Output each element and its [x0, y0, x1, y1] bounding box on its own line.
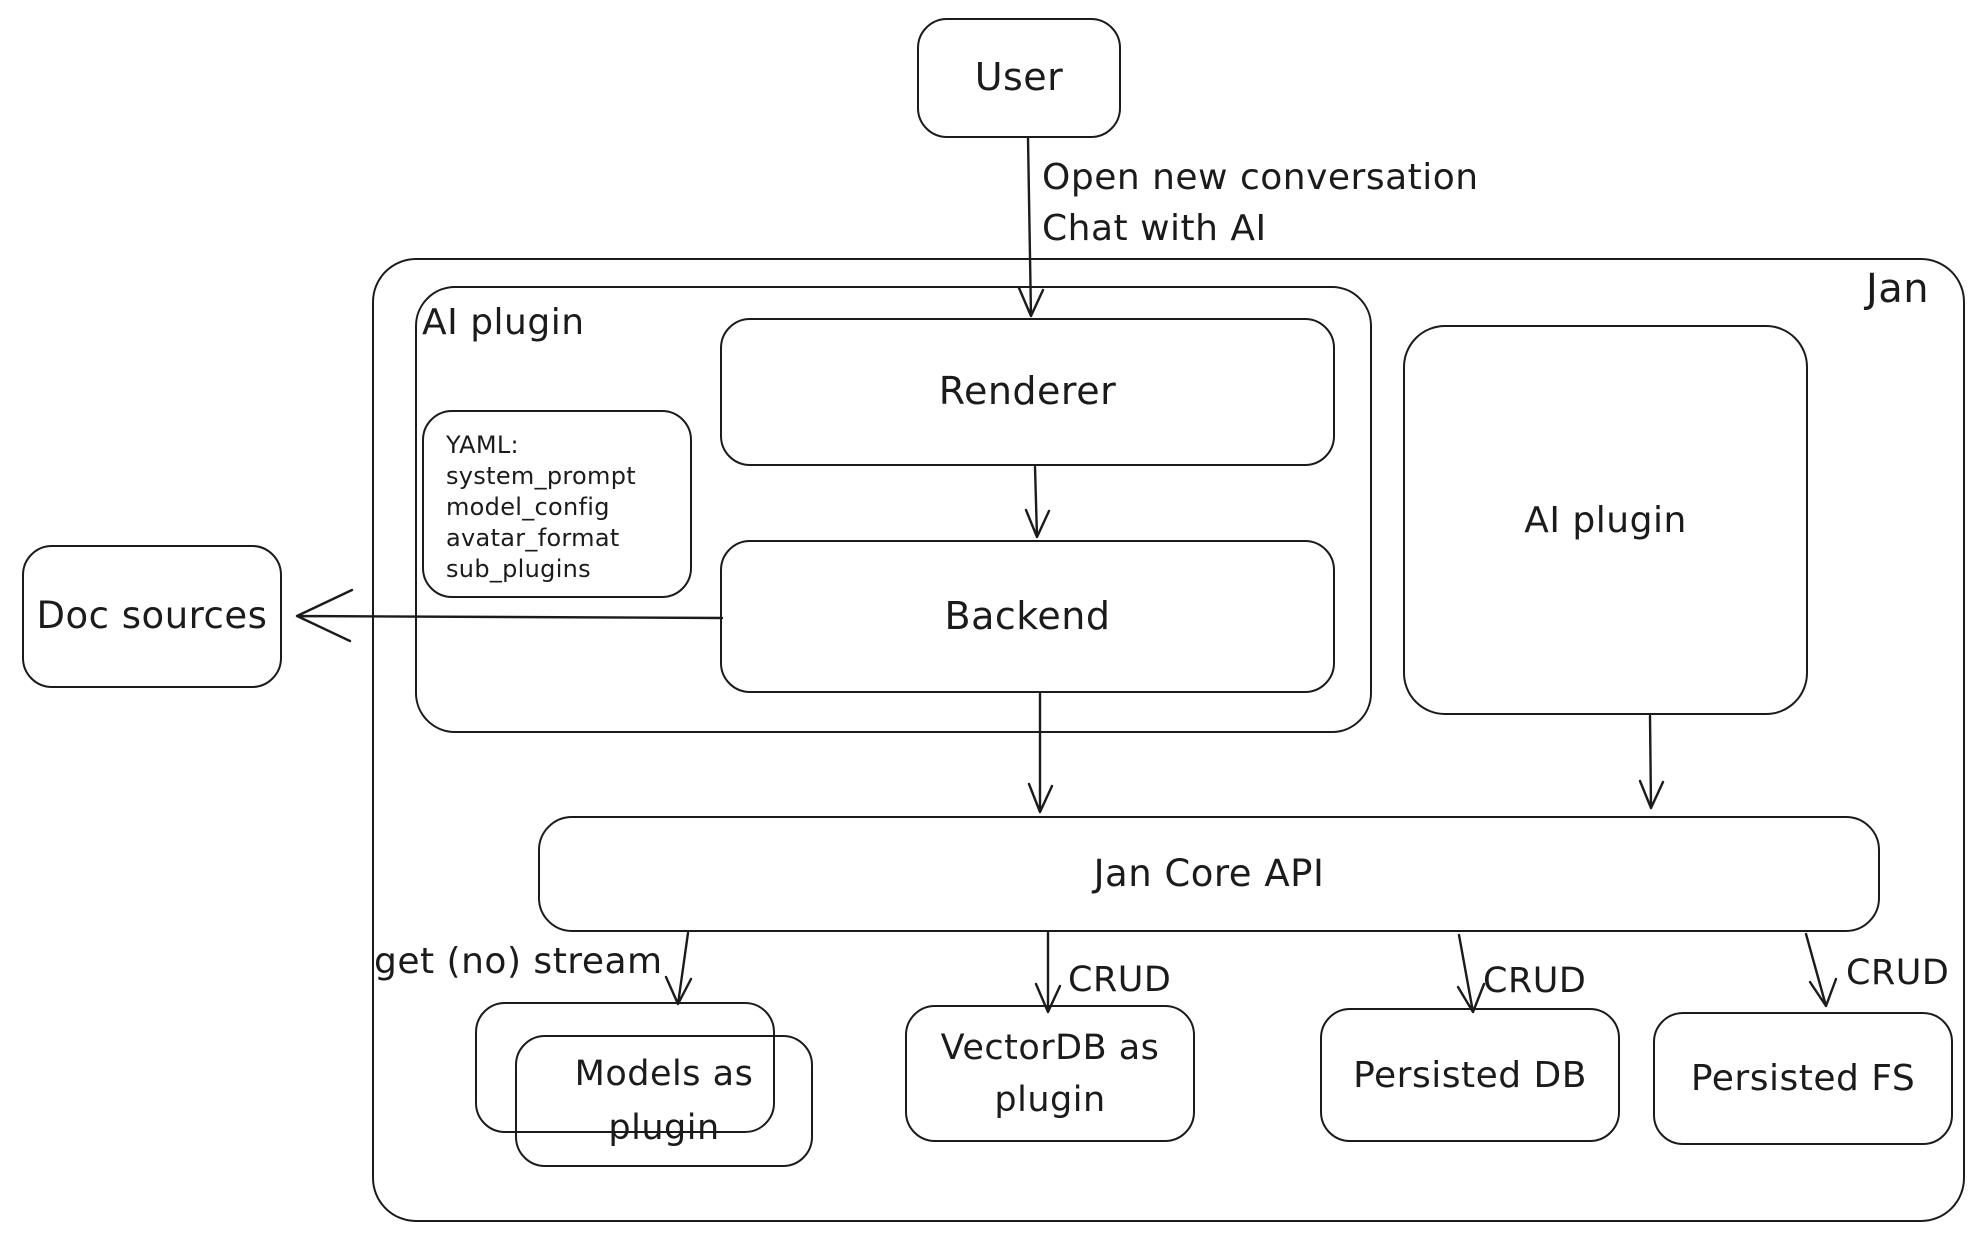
node-user-label: User: [974, 55, 1064, 100]
node-renderer: Renderer: [720, 318, 1335, 466]
node-models-plugin-back: [475, 1002, 775, 1133]
node-persisted-db-label: Persisted DB: [1353, 1054, 1587, 1096]
yaml-line5: sub_plugins: [446, 555, 591, 583]
node-yaml-note: YAML: system_prompt model_config avatar_…: [422, 410, 692, 598]
node-vectordb-plugin-line1: VectorDB as: [940, 1027, 1160, 1068]
node-persisted-fs-label: Persisted FS: [1690, 1058, 1916, 1099]
node-jan-core-api: Jan Core API: [538, 816, 1880, 932]
container-jan: [372, 258, 1965, 1222]
edge-label-user-to-renderer: Open new conversation Chat with AI: [1042, 152, 1479, 254]
edge-label-crud-persisted-db: CRUD: [1483, 961, 1587, 1001]
edge-label-crud-vectordb: CRUD: [1068, 960, 1172, 1000]
node-renderer-label: Renderer: [938, 369, 1117, 414]
node-doc-sources: Doc sources: [22, 545, 282, 688]
node-doc-sources-label: Doc sources: [36, 594, 268, 638]
yaml-line1: YAML:: [446, 431, 519, 459]
node-models-plugin-line2: plugin: [608, 1108, 720, 1148]
container-ai-plugin-group: [415, 286, 1372, 733]
node-vectordb-plugin: VectorDB as plugin: [905, 1005, 1195, 1142]
node-persisted-fs: Persisted FS: [1653, 1012, 1953, 1145]
container-ai-plugin-group-label: AI plugin: [422, 302, 585, 343]
node-ai-plugin-right: AI plugin: [1403, 325, 1808, 715]
yaml-line2: system_prompt: [446, 462, 636, 490]
edge-label-line1: Open new conversation: [1042, 157, 1479, 198]
node-models-plugin: Models as plugin: [515, 1035, 813, 1167]
node-jan-core-api-label: Jan Core API: [1093, 851, 1325, 895]
node-user: User: [917, 18, 1121, 138]
node-persisted-db: Persisted DB: [1320, 1008, 1620, 1142]
node-ai-plugin-right-label: AI plugin: [1524, 499, 1687, 541]
yaml-line4: avatar_format: [446, 524, 620, 552]
node-models-plugin-line1: Models as: [574, 1054, 754, 1094]
edge-label-line2: Chat with AI: [1042, 208, 1267, 249]
yaml-line3: model_config: [446, 493, 610, 521]
edge-label-crud-persisted-fs: CRUD: [1846, 953, 1950, 993]
edge-label-get-no-stream: get (no) stream: [374, 941, 663, 982]
node-backend: Backend: [720, 540, 1335, 693]
node-vectordb-plugin-line2: plugin: [994, 1079, 1106, 1120]
container-jan-label: Jan: [1866, 266, 1930, 312]
node-backend-label: Backend: [944, 593, 1111, 638]
